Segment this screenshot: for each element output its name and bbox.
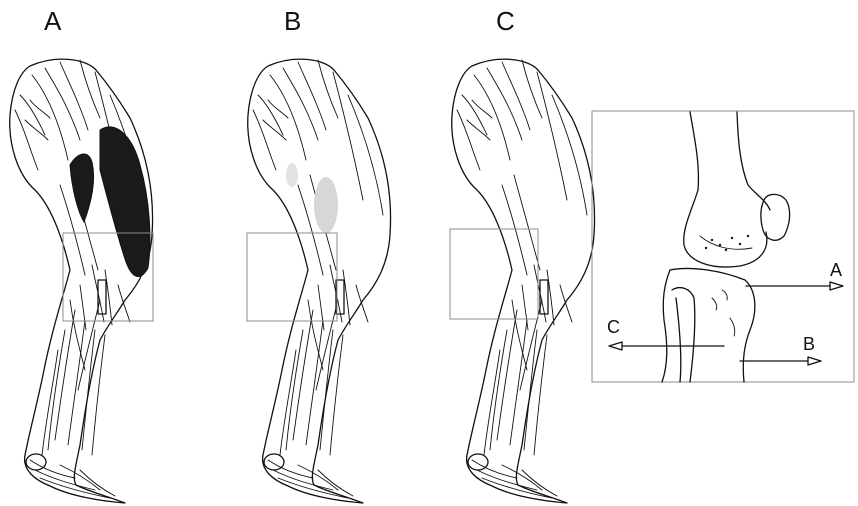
femur xyxy=(684,112,767,267)
arrow-a: A xyxy=(746,260,843,290)
panel-label-a: A xyxy=(44,6,62,36)
arrow-a-label: A xyxy=(830,260,842,280)
leg-b-muscle-highlight-2 xyxy=(286,163,298,187)
leg-b-knee-box xyxy=(247,233,337,321)
leg-b xyxy=(247,59,391,503)
tibia xyxy=(670,268,755,382)
patella xyxy=(761,194,790,240)
arrow-c-label: C xyxy=(607,317,620,337)
leg-c xyxy=(450,59,595,503)
arrow-b: B xyxy=(740,334,821,365)
knee-inset: A B C xyxy=(592,111,854,382)
panel-label-b: B xyxy=(284,6,301,36)
panel-label-c: C xyxy=(496,6,515,36)
leg-a xyxy=(10,59,153,503)
leg-a-muscle-highlight-2 xyxy=(70,154,94,222)
fibula xyxy=(672,288,695,382)
leg-b-muscle-highlight xyxy=(314,177,338,233)
arrow-b-label: B xyxy=(803,334,815,354)
